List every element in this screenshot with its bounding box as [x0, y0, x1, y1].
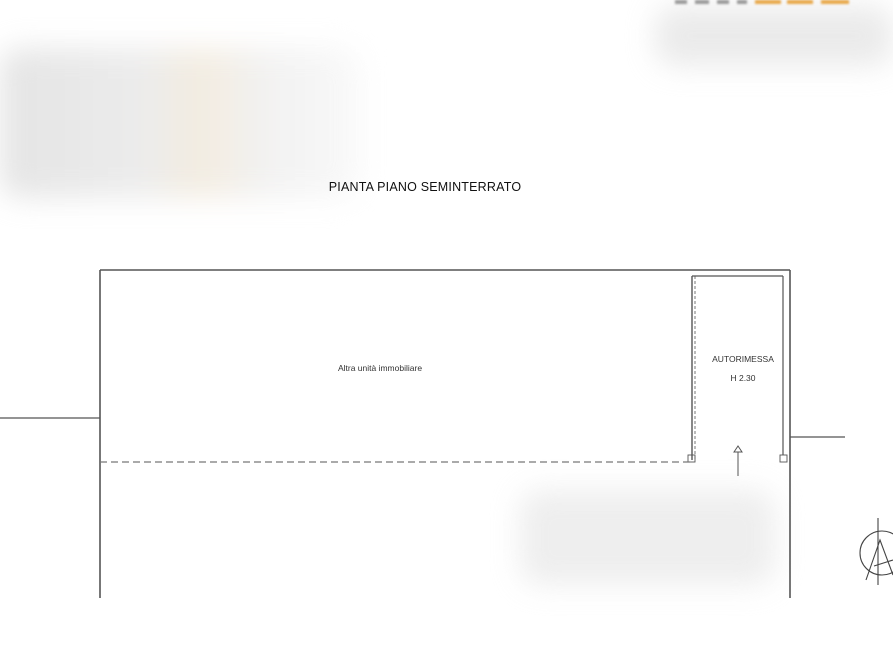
room-label-other-unit: Altra unità immobiliare: [337, 363, 423, 373]
garage-walls: [687, 275, 788, 463]
garage-pillar-left: [687, 454, 696, 463]
garage-pillar-right: [779, 454, 788, 463]
plan-title: PIANTA PIANO SEMINTERRATO: [328, 180, 522, 194]
room-label-garage-height: H 2.30: [730, 373, 756, 383]
room-label-garage: AUTORIMESSA: [712, 354, 774, 364]
redacted-area-top-right: [655, 6, 893, 66]
outer-walls: [99, 269, 791, 598]
redacted-area-top-left: [0, 48, 360, 198]
entrance-arrow-icon: [733, 445, 743, 476]
redacted-area-bottom: [520, 490, 775, 585]
north-arrow-icon: [859, 518, 893, 585]
agency-logo: [675, 0, 880, 5]
